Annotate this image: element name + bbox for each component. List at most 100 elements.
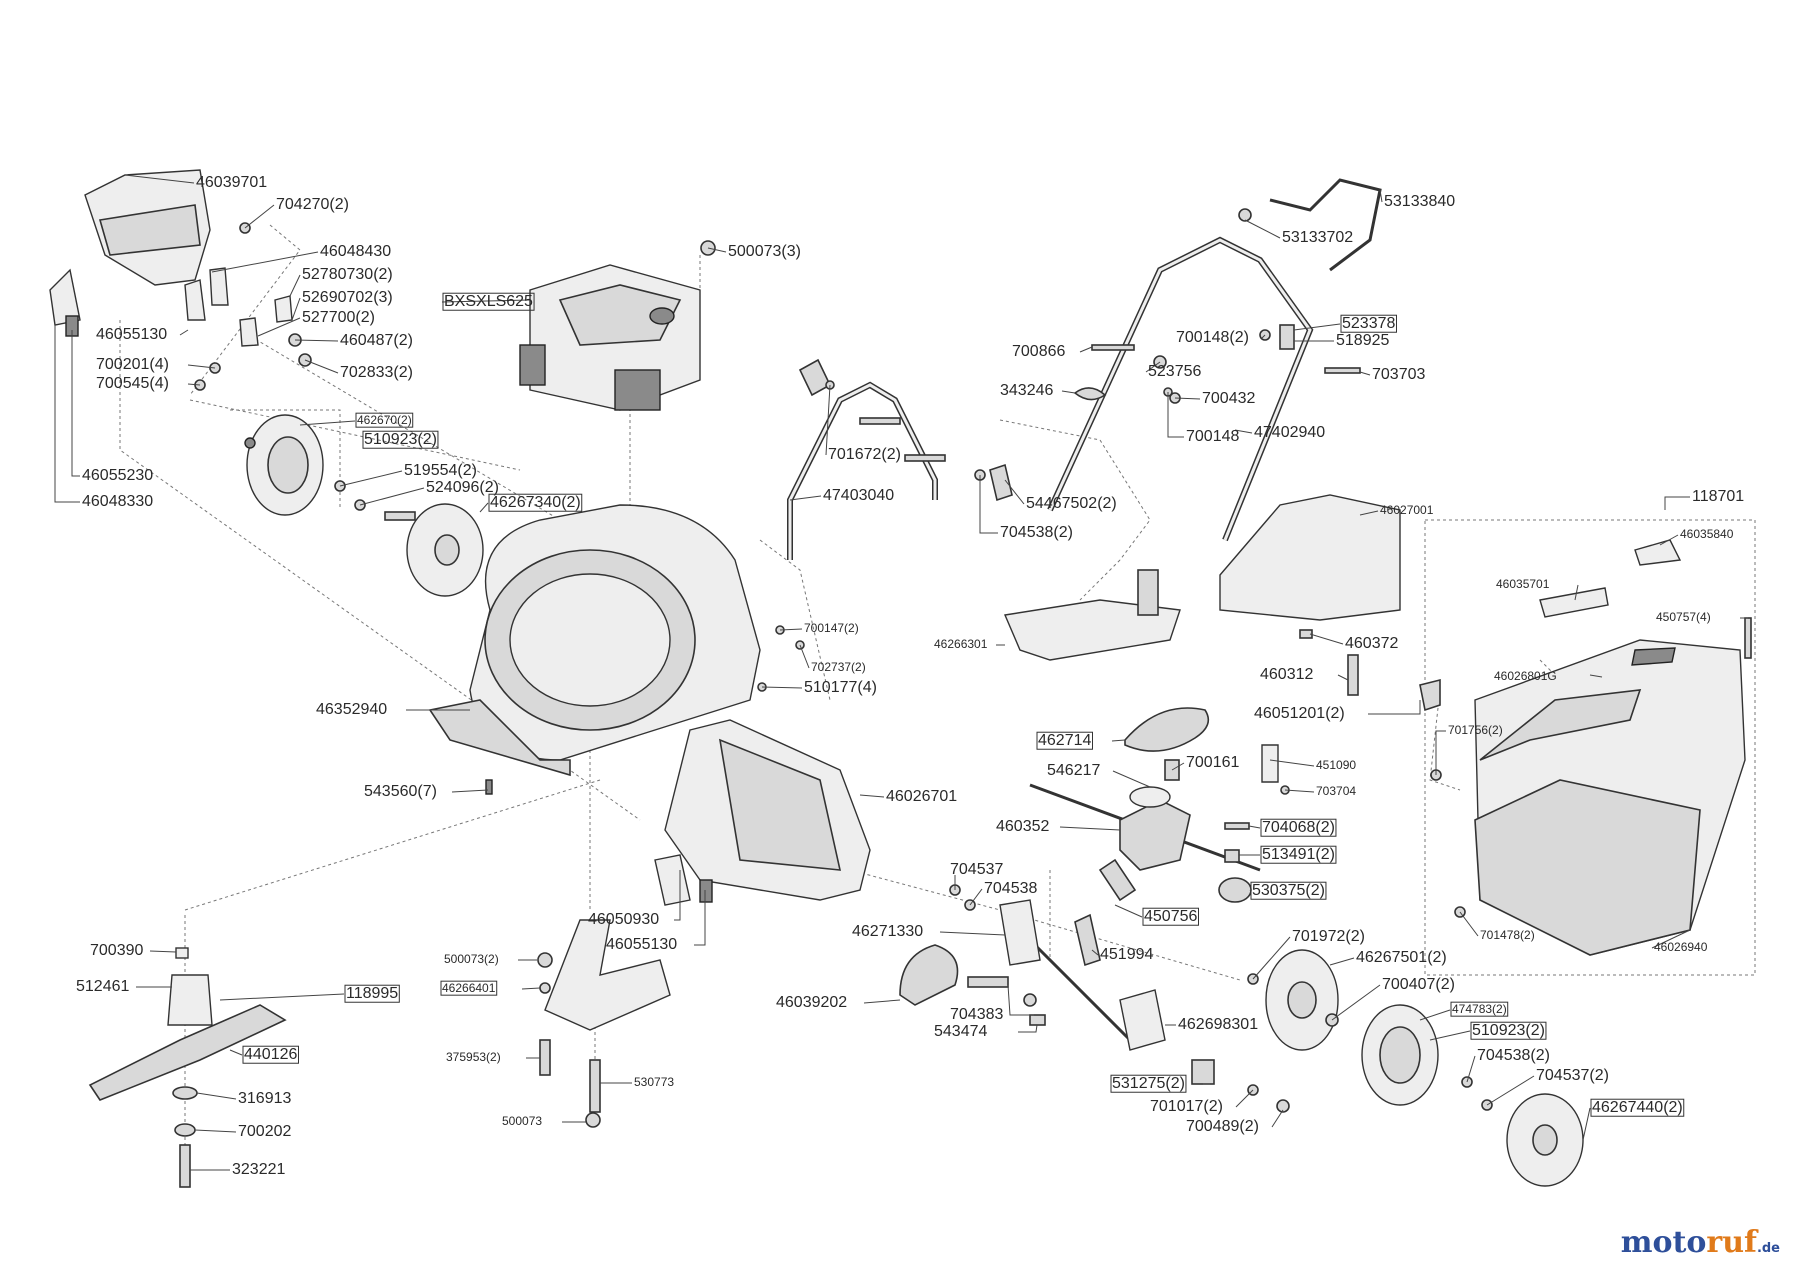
- part-number-label: 53133840: [1384, 193, 1455, 210]
- part-number-label: 702737(2): [811, 660, 866, 674]
- wheel-frame: [230, 409, 341, 510]
- part-number-label: 704270(2): [276, 196, 349, 213]
- part-number-label: 46027001: [1380, 503, 1434, 517]
- part-number-box: [355, 412, 414, 428]
- part-number-label: 46267501(2): [1356, 949, 1447, 966]
- part-number-label: 703704: [1316, 784, 1356, 798]
- part-number-label: 462714: [1038, 732, 1091, 749]
- part-number-label: 460372: [1345, 635, 1398, 652]
- part-number-label: 46048330: [82, 493, 153, 510]
- part-number-label: 700432: [1202, 390, 1255, 407]
- part-number-label: 543474: [934, 1023, 987, 1040]
- part-number-label: 462670(2): [357, 413, 412, 427]
- part-number-label: 530773: [634, 1075, 674, 1089]
- part-number-label: 46267340(2): [490, 494, 581, 511]
- part-number-label: 474783(2): [1452, 1002, 1507, 1016]
- part-number-label: 375953(2): [446, 1050, 501, 1064]
- part-number-label: 700147(2): [804, 621, 859, 635]
- part-number-label: 510177(4): [804, 679, 877, 696]
- watermark-ruf: ruf: [1706, 1225, 1757, 1260]
- grass-box-frame: [1424, 519, 1756, 976]
- part-number-box: [1260, 845, 1337, 864]
- part-number-label: 440126: [244, 1046, 297, 1063]
- part-number-label: 53133702: [1282, 229, 1353, 246]
- part-number-label: 704538(2): [1000, 524, 1073, 541]
- part-number-label: 700545(4): [96, 375, 169, 392]
- part-number-label: 510923(2): [364, 431, 437, 448]
- part-number-label: 704538: [984, 880, 1037, 897]
- part-labels: 46039701704270(2)4604843052780730(2)5269…: [76, 174, 1744, 1178]
- drive-belt: [1124, 707, 1210, 752]
- part-number-box: [242, 1045, 299, 1064]
- part-number-box: [442, 292, 535, 311]
- watermark-de: .de: [1756, 1241, 1780, 1256]
- part-number-label: 704538(2): [1477, 1047, 1550, 1064]
- part-number-box: [1110, 1074, 1187, 1093]
- part-number-label: 700161: [1186, 754, 1239, 771]
- part-number-label: 46039701: [196, 174, 267, 191]
- part-number-label: 701478(2): [1480, 928, 1535, 942]
- part-number-label: BXSXLS625: [444, 293, 533, 310]
- part-number-label: 46035701: [1496, 577, 1550, 591]
- engine: [519, 240, 716, 411]
- hub-cap-left: [384, 503, 484, 597]
- front-wheel: [1247, 949, 1339, 1051]
- part-number-label: 523378: [1342, 315, 1395, 332]
- part-number-label: 52780730(2): [302, 266, 393, 283]
- part-number-label: 47402940: [1254, 424, 1325, 441]
- part-number-box: [1036, 731, 1093, 750]
- part-number-label: 700489(2): [1186, 1118, 1259, 1135]
- part-number-label: 118701: [1692, 488, 1744, 505]
- engine-cover: [84, 169, 211, 286]
- leader-lines: [54, 174, 1748, 1171]
- rear-flap: [1219, 494, 1441, 712]
- part-number-box: [1142, 907, 1199, 926]
- part-number-label: 500073(3): [728, 243, 801, 260]
- part-number-label: 704068(2): [1262, 819, 1335, 836]
- part-number-label: 46055230: [82, 467, 153, 484]
- mulch-plug: [537, 854, 713, 1128]
- watermark-logo: motoruf.de: [1621, 1225, 1780, 1260]
- gearbox: [1029, 744, 1290, 967]
- part-number-label: 46055130: [96, 326, 167, 343]
- part-number-label: 46026801G: [1494, 669, 1557, 683]
- part-number-label: 316913: [238, 1090, 291, 1107]
- part-number-box: [1340, 314, 1397, 333]
- part-number-box: [1250, 881, 1327, 900]
- part-number-label: 46352940: [316, 701, 387, 718]
- part-number-label: 52690702(3): [302, 289, 393, 306]
- part-number-label: 46266301: [934, 637, 988, 651]
- part-number-label: 701672(2): [828, 446, 901, 463]
- part-number-label: 530375(2): [1252, 882, 1325, 899]
- part-number-label: 460352: [996, 818, 1049, 835]
- part-number-label: 46266401: [442, 981, 496, 995]
- part-number-label: 46039202: [776, 994, 847, 1011]
- grass-box: [1430, 539, 1752, 956]
- part-number-label: 46267440(2): [1592, 1099, 1683, 1116]
- part-number-label: 702833(2): [340, 364, 413, 381]
- part-number-box: [1590, 1098, 1685, 1117]
- part-number-label: 519554(2): [404, 462, 477, 479]
- part-number-label: 46026701: [886, 788, 957, 805]
- hub-cap-right: [1506, 1093, 1584, 1187]
- part-number-box: [362, 430, 439, 449]
- part-number-label: 518925: [1336, 332, 1389, 349]
- part-number-box: [440, 980, 498, 996]
- pinion: [1191, 1059, 1290, 1113]
- part-number-label: 523756: [1148, 363, 1201, 380]
- part-number-label: 451090: [1316, 758, 1356, 772]
- part-number-label: 700202: [238, 1123, 291, 1140]
- part-number-box: [344, 984, 400, 1003]
- part-number-label: 450756: [1144, 908, 1197, 925]
- part-number-label: 546217: [1047, 762, 1100, 779]
- part-number-label: 343246: [1000, 382, 1053, 399]
- part-number-label: 460487(2): [340, 332, 413, 349]
- part-number-label: 500073: [502, 1114, 542, 1128]
- blade-assembly: [88, 947, 287, 1188]
- lower-handle: [787, 358, 1013, 560]
- part-number-label: 700148(2): [1176, 329, 1249, 346]
- part-number-label: 513491(2): [1262, 846, 1335, 863]
- part-number-label: 701756(2): [1448, 723, 1503, 737]
- part-number-label: 704383: [950, 1006, 1003, 1023]
